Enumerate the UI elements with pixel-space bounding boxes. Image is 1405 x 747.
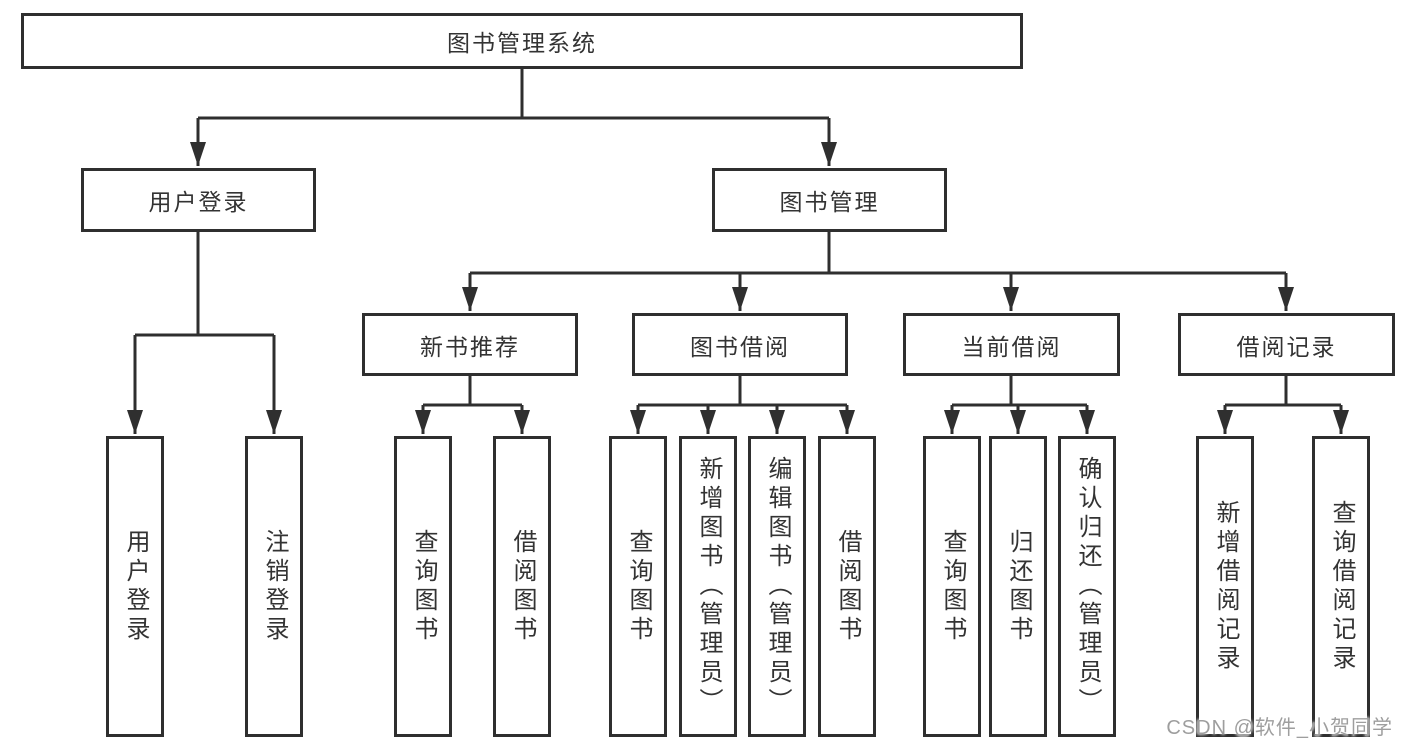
leaf-add-borrow-record: 新增借阅记录 [1196,436,1254,737]
leaf-return-books: 归还图书 [989,436,1047,737]
edges-borrow-records [1217,376,1349,434]
edges-root [190,69,837,166]
edges-book-management [462,232,1294,311]
leaf-logout: 注销登录 [245,436,303,737]
node-library-management-system: 图书管理系统 [21,13,1023,69]
edges-book-borrow [630,376,855,434]
node-user-login: 用户登录 [81,168,316,232]
leaf-borrow-books-recommend: 借阅图书 [493,436,551,737]
node-book-management: 图书管理 [712,168,947,232]
leaf-query-borrow-record: 查询借阅记录 [1312,436,1370,737]
node-new-book-recommend: 新书推荐 [362,313,578,376]
edges-current-borrow [944,376,1095,434]
leaf-query-books-current: 查询图书 [923,436,981,737]
edges-user-login [127,232,282,434]
leaf-confirm-return-admin: 确认归还（管理员） [1058,436,1116,737]
node-book-borrow: 图书借阅 [632,313,848,376]
node-current-borrow: 当前借阅 [903,313,1120,376]
leaf-borrow-books: 借阅图书 [818,436,876,737]
leaf-edit-book-admin: 编辑图书（管理员） [748,436,806,737]
leaf-add-book-admin: 新增图书（管理员） [679,436,737,737]
node-borrow-records: 借阅记录 [1178,313,1395,376]
csdn-watermark: CSDN @软件_小贺同学 [1166,717,1393,739]
leaf-query-books-recommend: 查询图书 [394,436,452,737]
leaf-user-login: 用户登录 [106,436,164,737]
edges-new-book-recommend [415,376,530,434]
leaf-query-books-borrow: 查询图书 [609,436,667,737]
